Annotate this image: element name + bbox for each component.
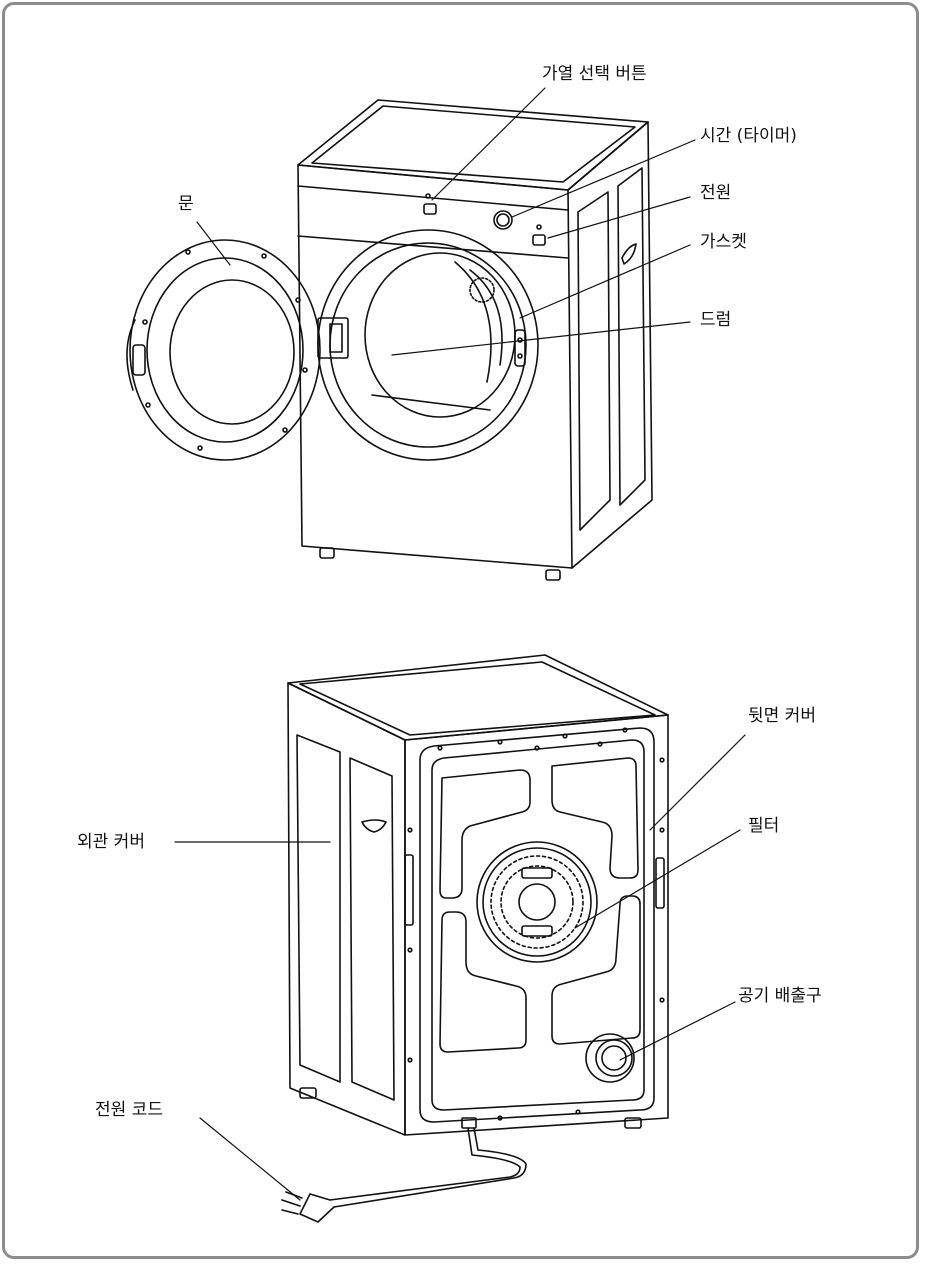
door-label: 문 [178, 194, 194, 214]
heat-button-label: 가열 선택 버튼 [542, 64, 647, 84]
air-exhaust-label: 공기 배출구 [738, 986, 822, 1006]
front-view-dryer [126, 99, 653, 581]
back-cover-label: 뒷면 커버 [748, 706, 816, 726]
power-label: 전원 [700, 183, 732, 203]
drum-label: 드럼 [700, 310, 732, 330]
power-button-icon [532, 234, 546, 246]
outer-cover-label: 외관 커버 [77, 832, 145, 852]
filter-shape [476, 841, 598, 963]
rear-leader-lines [174, 734, 746, 1201]
front-leader-lines [196, 87, 696, 356]
timer-label: 시간 (타이머) [700, 126, 797, 146]
drum-shape [364, 252, 516, 418]
power-cord-label: 전원 코드 [95, 1100, 163, 1120]
filter-label: 필터 [748, 816, 780, 836]
air-exhaust-shape [585, 1033, 635, 1083]
gasket-label: 가스켓 [700, 232, 747, 252]
timer-knob-icon [493, 210, 513, 230]
door-shape [129, 239, 321, 461]
heat-button-icon [423, 203, 437, 215]
rear-view-dryer [281, 654, 669, 1223]
